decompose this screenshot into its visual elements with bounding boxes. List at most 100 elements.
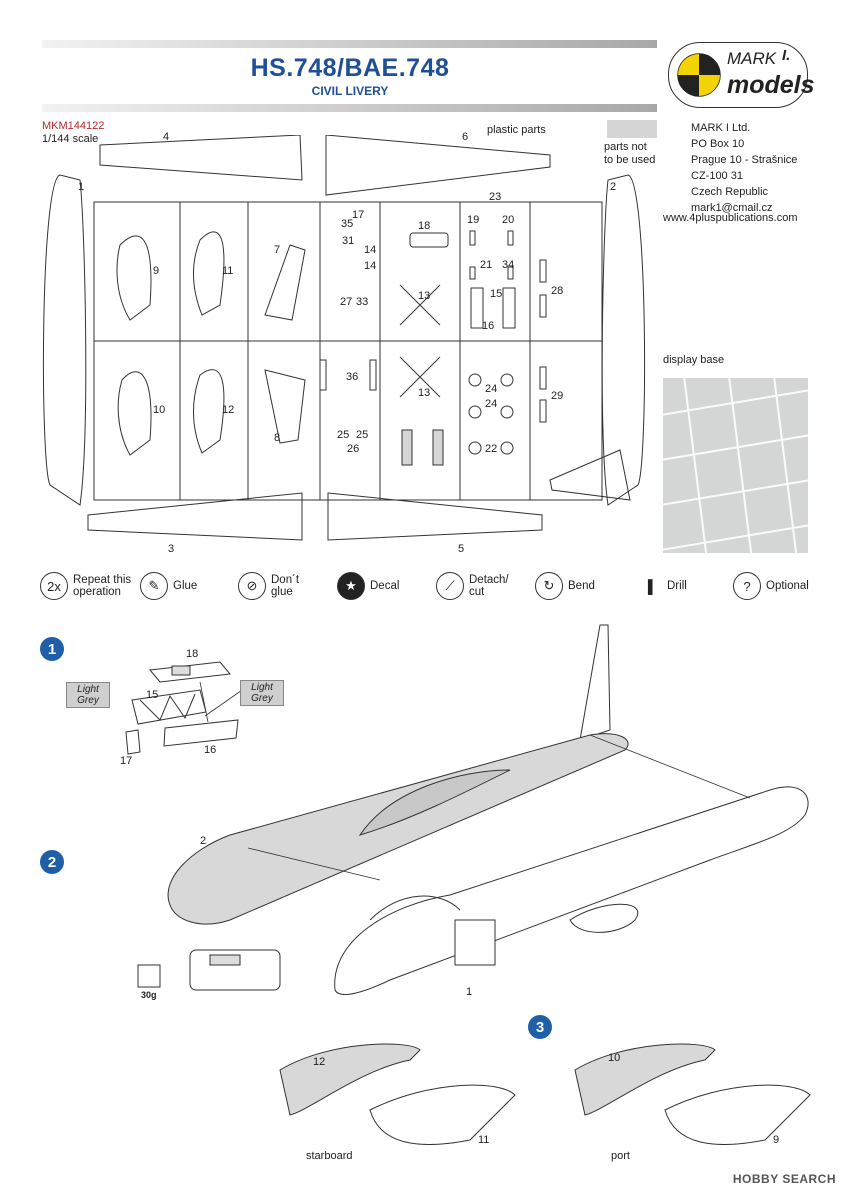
address-line: mark1@cmail.cz [691, 202, 773, 214]
part-number: 31 [342, 235, 355, 247]
step-2-drawing [137, 624, 809, 996]
display-base-image [663, 378, 808, 553]
bend-icon: ↻ [535, 572, 563, 600]
step-3-drawing [279, 1043, 811, 1145]
legend-repeat: 2x Repeat this operation [40, 566, 143, 606]
legend-drill: ▐ Drill [634, 566, 687, 606]
step-1-part-label: 17 [120, 755, 133, 767]
part-number: 28 [551, 285, 564, 297]
step-3-part-label: 12 [313, 1056, 326, 1068]
page-title: HS.748/BAE.748 [250, 54, 450, 82]
legend-label: Bend [568, 580, 595, 592]
part-number: 22 [485, 443, 498, 455]
address-line: Czech Republic [691, 186, 769, 198]
legend-bend: ↻ Bend [535, 566, 595, 606]
step-3-part-label: 11 [478, 1134, 490, 1146]
part-number: 24 [485, 398, 498, 410]
address-block: MARK I Ltd. PO Box 10 Prague 10 - Strašn… [691, 120, 797, 216]
part-number: 33 [356, 296, 369, 308]
part-number: 13 [418, 387, 431, 399]
legend-detach: ⟋ Detach/ cut [436, 566, 514, 606]
part-number: 25 [356, 429, 369, 441]
step-1-part-label: 16 [204, 744, 217, 756]
part-number: 1 [78, 181, 85, 193]
part-number: 27 [340, 296, 353, 308]
step-3-part-label: 10 [608, 1052, 621, 1064]
legend-glue: ✎ Glue [140, 566, 197, 606]
plastic-parts-label: plastic parts [487, 124, 546, 136]
legend-label: Decal [370, 580, 400, 592]
color-tag-light-grey: Light Grey [240, 680, 284, 706]
symbol-legend: 2x Repeat this operation ✎ Glue ⊘ Don´t … [0, 566, 848, 606]
mark-i-models-logo: MARK I. models [668, 42, 815, 108]
not-used-label: parts not to be used [604, 141, 656, 166]
website-link: www.4pluspublications.com [663, 212, 798, 224]
legend-optional: ? Optional [733, 566, 809, 606]
legend-decal: ★ Decal [337, 566, 399, 606]
drill-icon: ▐ [643, 578, 653, 594]
part-number: 23 [489, 191, 502, 203]
step-1-badge: 1 [40, 637, 64, 661]
address-line: MARK I Ltd. [691, 122, 751, 134]
header-bar-top [42, 40, 657, 48]
part-number: 9 [153, 265, 160, 277]
header-bar-bottom [42, 104, 657, 112]
address-line: PO Box 10 [691, 138, 745, 150]
part-number: 14 [364, 244, 377, 256]
logo-models-text: models [727, 71, 815, 99]
step-2-part-label: 1 [466, 986, 473, 998]
legend-label: Detach/ cut [469, 574, 509, 598]
not-used-swatch [607, 120, 657, 138]
repeat-icon: 2x [40, 572, 68, 600]
part-number: 35 [341, 218, 354, 230]
step-3-badge: 3 [528, 1015, 552, 1039]
part-number: 34 [502, 259, 515, 271]
starboard-label: starboard [306, 1150, 353, 1162]
product-code: MKM144122 [42, 120, 105, 132]
star-icon: ★ [337, 572, 365, 600]
no-glue-icon: ⊘ [238, 572, 266, 600]
part-number: 21 [480, 259, 493, 271]
part-number: 8 [274, 432, 281, 444]
address-line: CZ-100 31 [691, 170, 743, 182]
legend-label: Optional [766, 580, 809, 592]
address-line: Prague 10 - Strašnice [691, 154, 798, 166]
part-number: 6 [462, 131, 469, 143]
part-number: 26 [347, 443, 360, 455]
part-number: 24 [485, 383, 498, 395]
part-number: 12 [222, 404, 235, 416]
part-number: 20 [502, 214, 515, 226]
legend-label: Glue [173, 580, 198, 592]
step-2-part-label: 2 [200, 835, 207, 847]
legend-label: Repeat this operation [73, 574, 132, 598]
step-3-part-label: 9 [773, 1134, 780, 1146]
scale-label: 1/144 scale [42, 133, 99, 145]
step-1-drawing [125, 661, 246, 755]
port-label: port [611, 1150, 630, 1162]
weight-label: 30g [141, 990, 157, 1000]
part-number: 13 [418, 290, 431, 302]
part-number: 4 [163, 131, 170, 143]
watermark: HOBBY SEARCH [732, 1172, 836, 1186]
part-number: 25 [337, 429, 350, 441]
logo-roman-text: I. [782, 47, 791, 64]
legend-label: Drill [667, 580, 687, 592]
legend-label: Don´t glue [271, 574, 300, 598]
part-number: 5 [458, 543, 465, 555]
sprue-diagram [42, 135, 646, 541]
color-tag-light-grey: Light Grey [66, 682, 110, 708]
part-number: 29 [551, 390, 564, 402]
knife-icon: ⟋ [436, 572, 464, 600]
glue-icon: ✎ [140, 572, 168, 600]
part-number: 36 [346, 371, 359, 383]
step-1-part-label: 18 [186, 648, 199, 660]
part-number: 19 [467, 214, 480, 226]
question-icon: ? [733, 572, 761, 600]
page-subtitle: CIVIL LIVERY [311, 84, 389, 98]
legend-no-glue: ⊘ Don´t glue [238, 566, 311, 606]
part-number: 7 [274, 244, 281, 256]
part-number: 15 [490, 288, 503, 300]
step-1-part-label: 15 [146, 689, 159, 701]
part-number: 3 [168, 543, 175, 555]
part-number: 14 [364, 260, 377, 272]
